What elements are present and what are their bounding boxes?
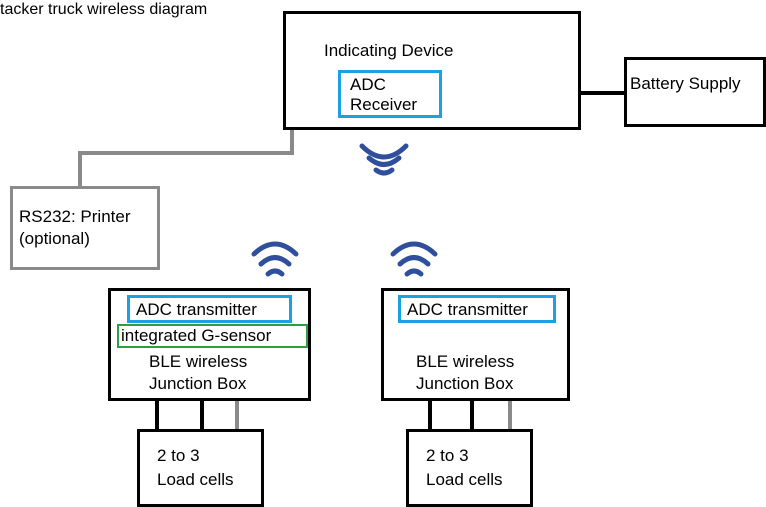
adc-transmitter-box: ADC transmitter <box>398 295 556 323</box>
battery-supply-box: Battery Supply <box>624 57 766 127</box>
junction-label-line1: BLE wireless <box>416 352 515 371</box>
left-junction-box: ADC transmitter integrated G-sensor BLE … <box>108 288 311 401</box>
printer-label-line2: (optional) <box>19 229 90 248</box>
adc-receiver-line1: ADC <box>350 75 386 94</box>
load-cells-line2: Load cells <box>426 470 503 489</box>
indicating-device-box: Indicating Device ADC Receiver <box>283 11 581 130</box>
printer-label-line1: RS232: Printer <box>19 207 131 226</box>
junction-label-line2: Junction Box <box>149 374 247 393</box>
adc-transmitter-label: ADC transmitter <box>136 300 257 319</box>
load-cells-line2: Load cells <box>157 470 234 489</box>
wifi-signal-icon <box>251 241 299 277</box>
adc-receiver-box: ADC Receiver <box>338 70 442 118</box>
adc-transmitter-box: ADC transmitter <box>127 295 292 323</box>
wifi-signal-icon <box>390 241 438 277</box>
load-cells-line1: 2 to 3 <box>157 446 200 465</box>
printer-cable <box>78 128 294 187</box>
right-load-cells-box: 2 to 3 Load cells <box>406 429 533 507</box>
diagram-title: tacker truck wireless diagram <box>0 1 208 18</box>
junction-label-line2: Junction Box <box>416 374 514 393</box>
indicating-device-label: Indicating Device <box>324 41 454 60</box>
printer-box: RS232: Printer (optional) <box>10 186 160 270</box>
wifi-signal-icon <box>359 143 409 176</box>
junction-label-line1: BLE wireless <box>149 352 248 371</box>
load-cells-line1: 2 to 3 <box>426 446 469 465</box>
g-sensor-label: integrated G-sensor <box>121 326 272 345</box>
g-sensor-box: integrated G-sensor <box>117 324 308 348</box>
adc-transmitter-label: ADC transmitter <box>407 300 528 319</box>
right-junction-box: ADC transmitter BLE wireless Junction Bo… <box>381 288 570 401</box>
left-load-cells-box: 2 to 3 Load cells <box>137 429 264 507</box>
battery-supply-label: Battery Supply <box>630 74 741 93</box>
adc-receiver-line2: Receiver <box>350 95 418 114</box>
